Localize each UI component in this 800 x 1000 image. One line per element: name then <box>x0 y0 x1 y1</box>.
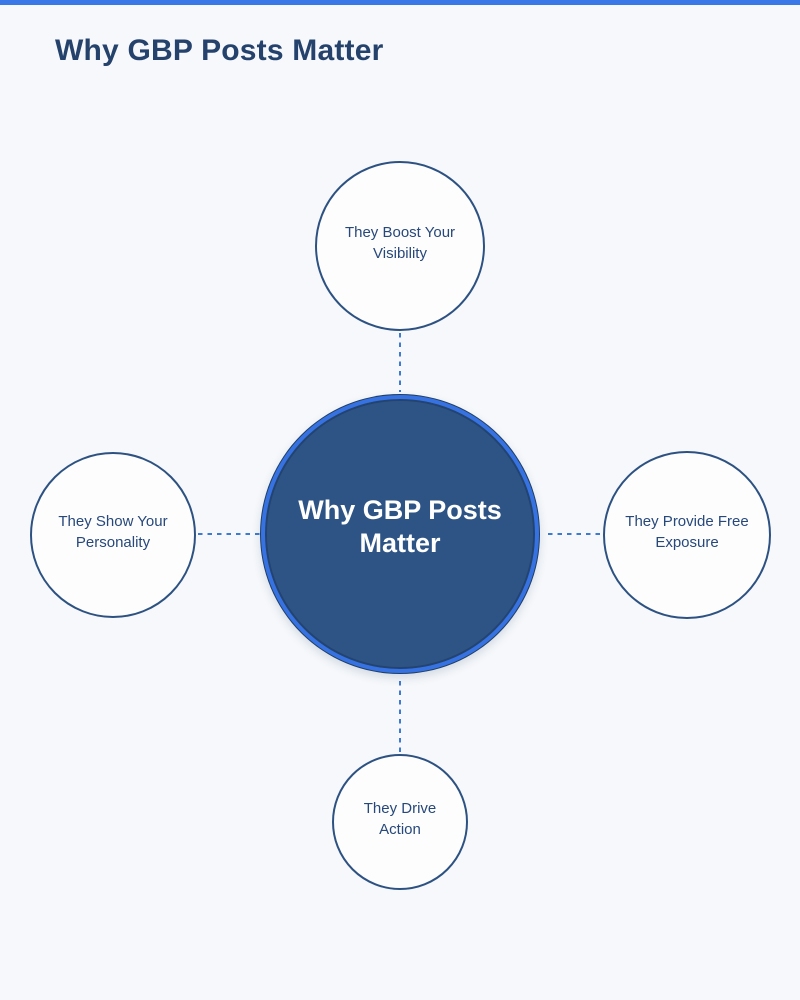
node-label-line2: Visibility <box>373 245 427 262</box>
connector-top <box>399 333 401 392</box>
node-free-exposure: They Provide Free Exposure <box>603 451 771 619</box>
node-label-line2: Exposure <box>655 534 719 551</box>
connector-bottom <box>399 681 401 752</box>
page-title: Why GBP Posts Matter <box>55 34 384 67</box>
center-node-label-line2: Matter <box>359 528 441 558</box>
top-accent-bar <box>0 0 800 5</box>
node-label-line2: Personality <box>75 534 151 551</box>
connector-right <box>548 533 602 535</box>
node-show-personality: They Show Your Personality <box>30 452 196 618</box>
node-label-line2: Action <box>379 821 421 838</box>
node-label-line1: They Boost Your <box>344 224 456 241</box>
node-drive-action: They Drive Action <box>332 754 468 890</box>
center-node-label-line1: Why GBP Posts <box>298 495 502 525</box>
connector-left <box>198 533 260 535</box>
node-label-line1: They Provide Free <box>625 513 749 530</box>
center-node: Why GBP Posts Matter <box>261 395 539 673</box>
node-label-line1: They Drive <box>363 800 437 817</box>
node-label-line1: They Show Your <box>58 513 168 530</box>
node-boost-visibility: They Boost Your Visibility <box>315 161 485 331</box>
